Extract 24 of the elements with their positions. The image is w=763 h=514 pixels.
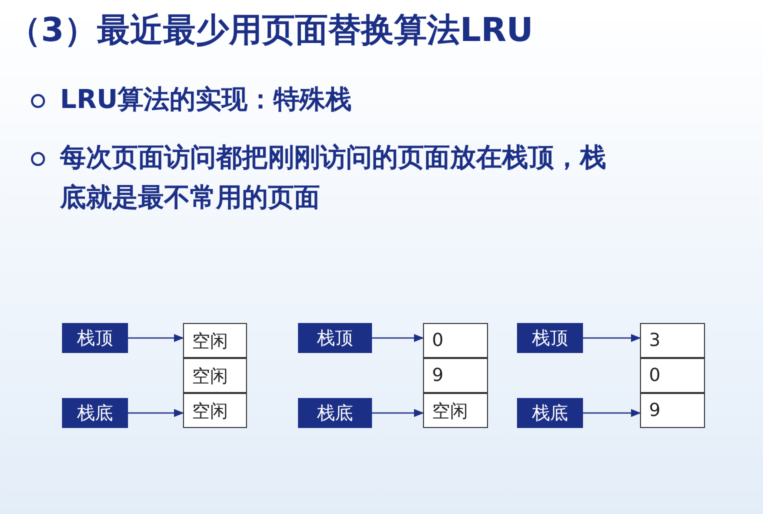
- arrow: [583, 334, 641, 342]
- stack-cell: 空闲: [183, 393, 247, 428]
- stack-cell: 空闲: [183, 323, 247, 358]
- arrow: [583, 409, 641, 417]
- bullet-text: LRU算法的实现：特殊栈: [60, 84, 352, 117]
- stack-pointer-label: 栈底: [62, 398, 128, 428]
- stack-pointer-label: 栈底: [517, 398, 583, 428]
- arrow: [128, 334, 184, 342]
- stack-pointer-label: 栈顶: [517, 323, 583, 353]
- stack-cell: 0: [640, 358, 705, 393]
- arrow: [372, 334, 424, 342]
- stack-cell: 9: [423, 358, 488, 393]
- bullet-text: 每次页面访问都把刚刚访问的页面放在栈顶，栈底就是最不常用的页面: [60, 142, 607, 215]
- stack-cell: 空闲: [423, 393, 488, 428]
- stack-pointer-label: 栈底: [298, 398, 372, 428]
- stack-cell: 0: [423, 323, 488, 358]
- stack-cell: 3: [640, 323, 705, 358]
- arrow: [128, 409, 184, 417]
- arrow: [372, 409, 424, 417]
- stack-pointer-label: 栈顶: [62, 323, 128, 353]
- stack-cell: 9: [640, 393, 705, 428]
- stack-cell: 空闲: [183, 358, 247, 393]
- slide-title: （3）最近最少用页面替换算法LRU: [8, 9, 534, 51]
- stack-pointer-label: 栈顶: [298, 323, 372, 353]
